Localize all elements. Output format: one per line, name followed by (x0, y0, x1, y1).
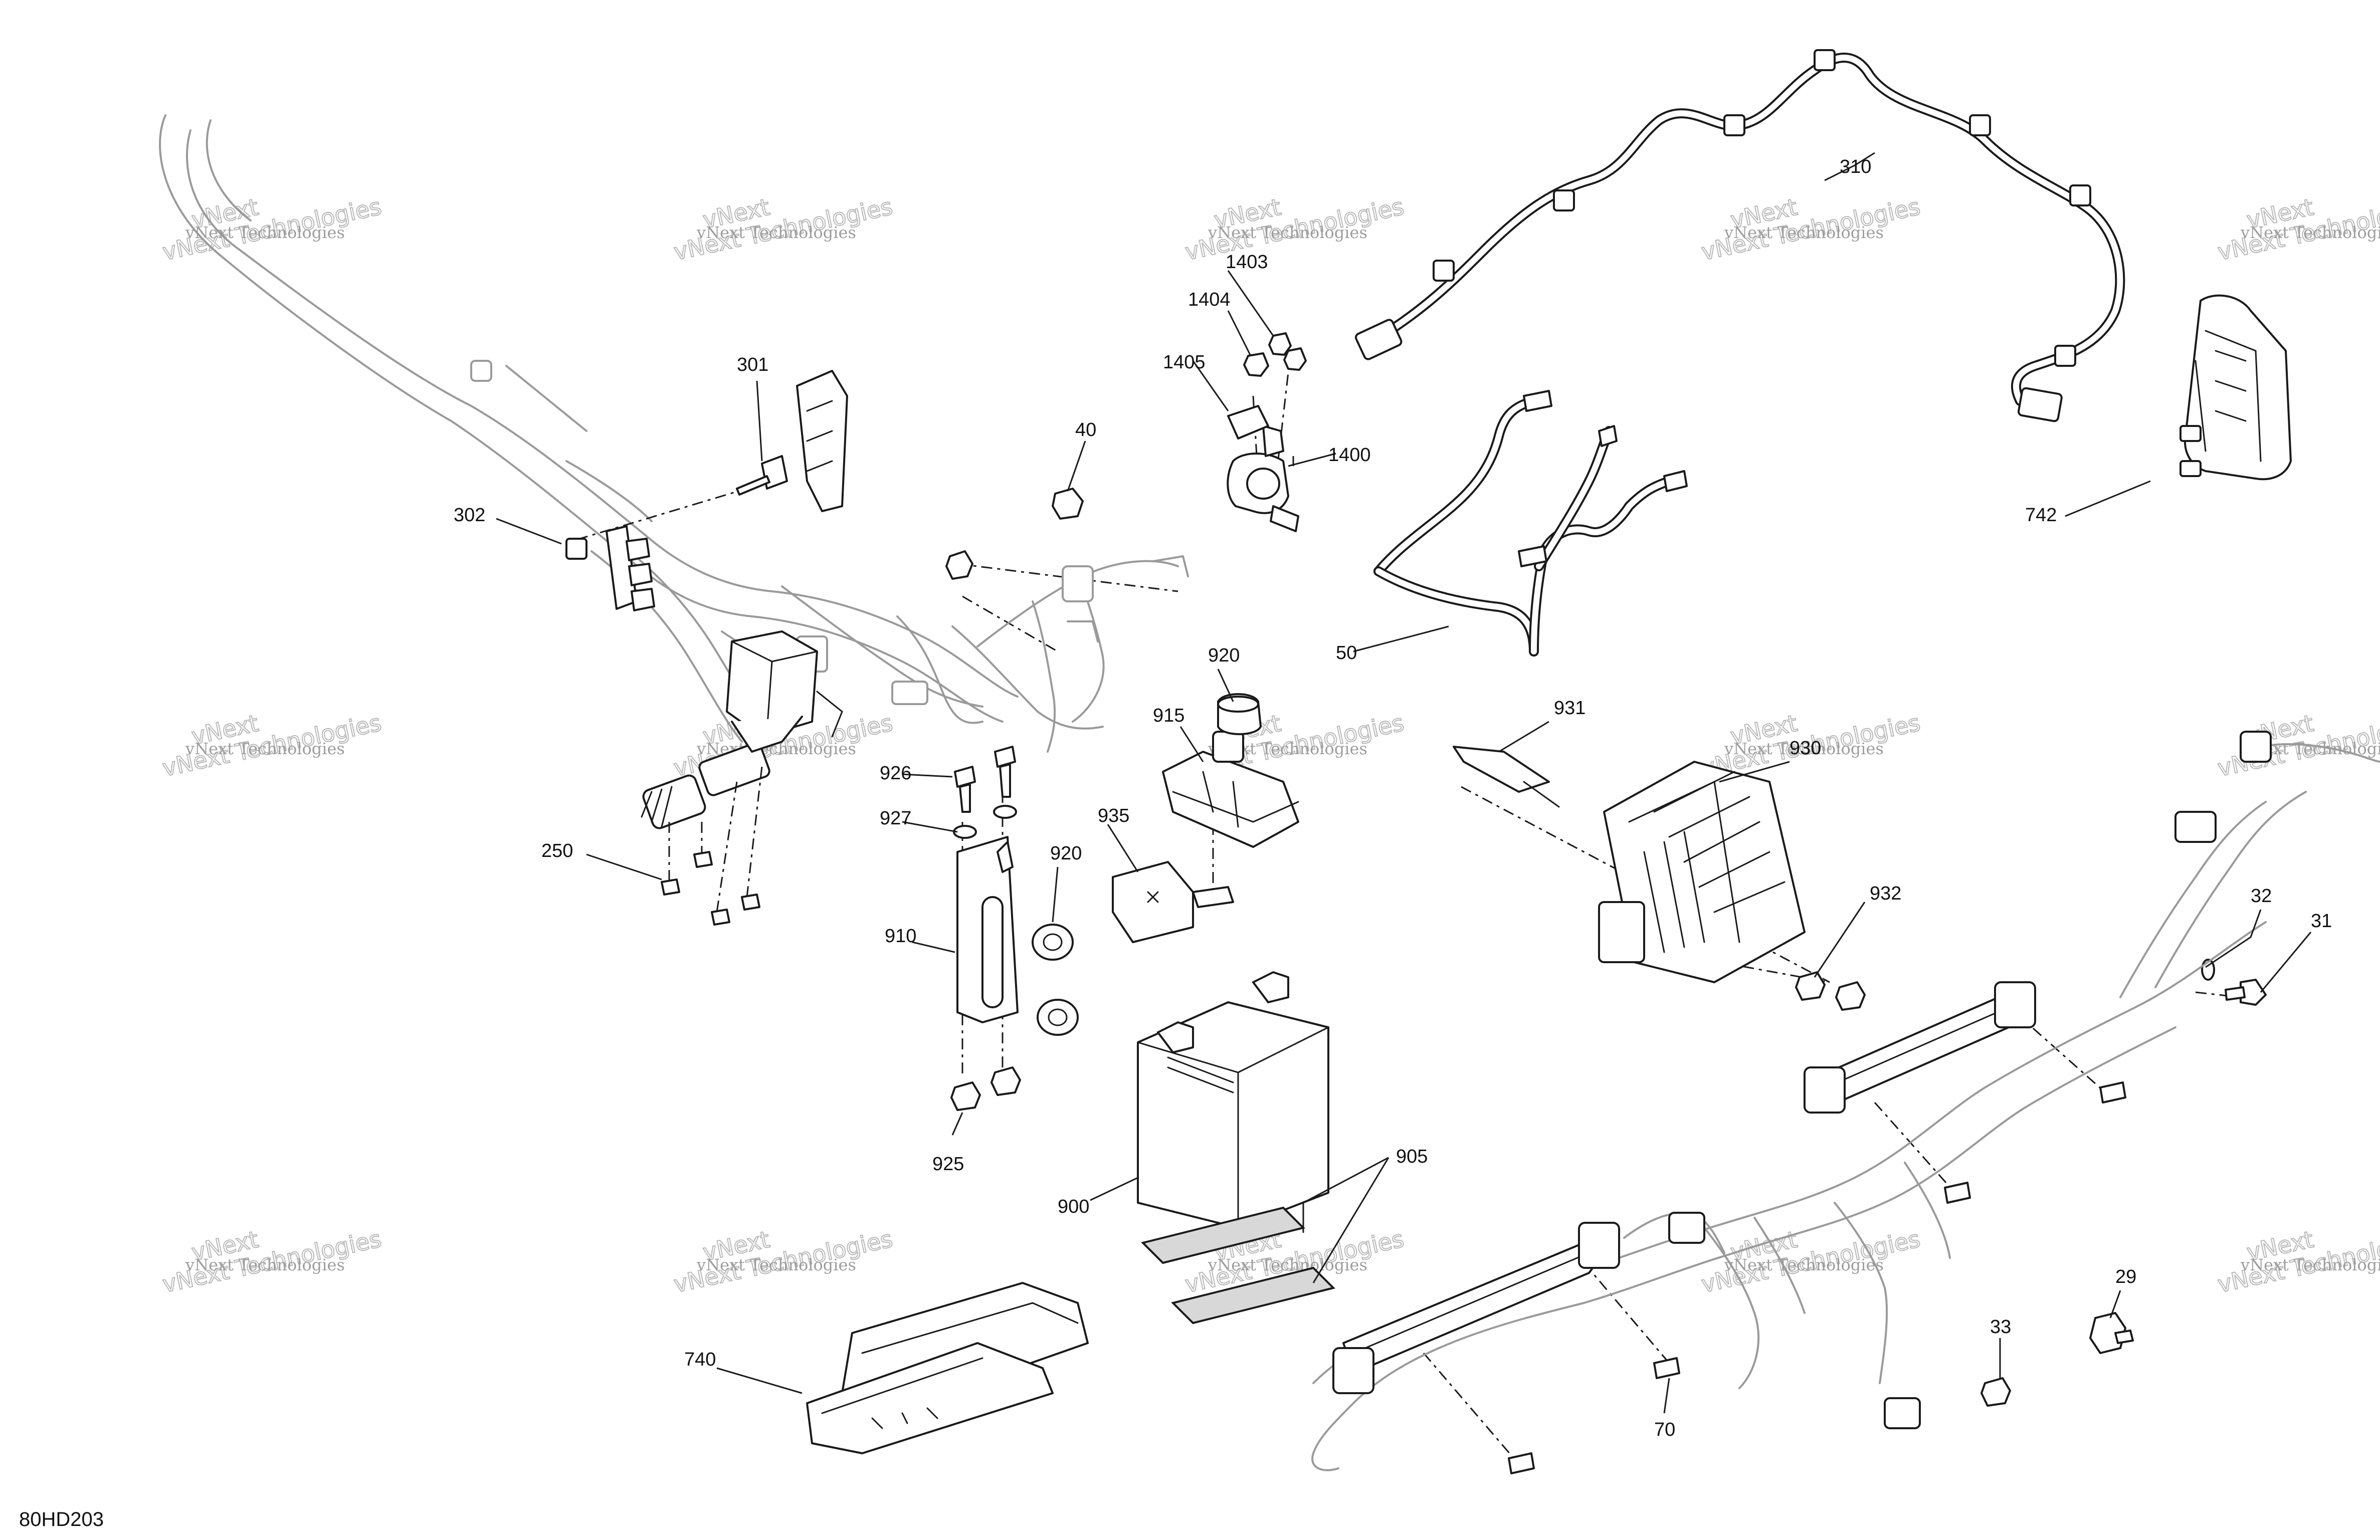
switch-assembly-1400 (1227, 425, 1299, 532)
callout-1405: 1405 (1163, 352, 1206, 373)
bolt-931 (1453, 746, 1560, 808)
callout-301: 301 (737, 354, 768, 375)
voltage-regulator-930 (1598, 761, 1806, 983)
callout-32: 32 (2251, 886, 2272, 907)
callout-932: 932 (1870, 883, 1901, 904)
watermark: vNext Technologies (1724, 739, 1884, 758)
battery-cable-50 (1373, 390, 1688, 656)
callout-1403: 1403 (1226, 252, 1268, 273)
washer-927 (953, 805, 1017, 839)
main-wiring-harness (1311, 731, 2380, 1471)
nut-33 (1980, 1377, 2011, 1407)
callout-920: 920 (1050, 843, 1082, 864)
fuse-holder-915 (1162, 731, 1299, 848)
leader-lines (496, 152, 2312, 1414)
exploded-view-lines (571, 350, 2241, 1459)
watermark: vNext Technologies (696, 223, 856, 242)
callout-40: 40 (1075, 419, 1096, 441)
callout-70: 70 (1654, 1419, 1675, 1440)
grommet-920-top (1217, 693, 1262, 735)
callout-31: 31 (2311, 911, 2332, 932)
nut-1404 (1243, 352, 1269, 377)
watermark: vNext Technologies (2240, 1255, 2380, 1274)
callout-935: 935 (1098, 805, 1129, 826)
foam-pad-905 (1141, 1206, 1335, 1325)
watermark: vNext Technologies (1724, 223, 1884, 242)
light-740 (806, 1282, 1089, 1454)
watermark: vNext Technologies (2240, 223, 2380, 242)
callout-915: 915 (1153, 705, 1184, 726)
watermark: vNext Technologies (185, 223, 345, 242)
callout-302: 302 (454, 505, 485, 526)
bolt-926 (954, 746, 1016, 813)
callout-926: 926 (880, 763, 911, 784)
callout-50: 50 (1336, 642, 1357, 664)
callout-905: 905 (1396, 1146, 1428, 1167)
grommet-920 (1032, 924, 1079, 1036)
diagram-reference-code: 80HD203 (19, 1508, 104, 1530)
battery-bracket-910 (956, 836, 1019, 1023)
nut-932 (1795, 971, 1866, 1011)
wiring-harness-40 (976, 555, 1189, 753)
terminal-cover-935 (1112, 861, 1234, 943)
light-742 (2179, 294, 2292, 481)
watermark: vNext Technologies (696, 1255, 856, 1274)
screw-301 (736, 475, 770, 496)
bolt-31 (2225, 979, 2267, 1006)
callout-927: 927 (880, 808, 911, 829)
callout-310: 310 (1840, 156, 1871, 177)
screw-70 (1508, 1081, 2126, 1474)
nut-40 (945, 488, 1084, 580)
nut-1403 (1268, 332, 1307, 371)
bracket-1405 (1227, 405, 1269, 439)
callout-1400: 1400 (1328, 445, 1371, 466)
callout-33: 33 (1990, 1316, 2011, 1338)
battery-900 (1137, 971, 1329, 1229)
watermark: vNext Technologies (1208, 223, 1367, 242)
callout-250: 250 (541, 840, 573, 861)
fuse-relay-block (641, 630, 843, 829)
callout-742: 742 (2025, 505, 2057, 526)
connector-bracket-302 (565, 525, 655, 611)
callout-1404: 1404 (1188, 289, 1231, 310)
callout-920-top: 920 (1208, 645, 1240, 666)
watermark: vNext Technologies (185, 1255, 345, 1274)
callout-925: 925 (932, 1154, 964, 1175)
watermark: vNext Technologies (1208, 1255, 1367, 1274)
harness-310 (1354, 49, 2125, 422)
watermark: vNext Technologies (1724, 1255, 1884, 1274)
callout-931: 931 (1554, 698, 1585, 719)
callout-labels: 29 31 32 33 40 50 70 250 301 302 310 740… (454, 156, 2332, 1440)
harness-bracket-301 (761, 370, 848, 512)
screws-250 (661, 851, 760, 926)
callout-910: 910 (885, 926, 916, 947)
callout-900: 900 (1058, 1196, 1089, 1217)
callout-29: 29 (2115, 1266, 2136, 1287)
fitting-29 (2089, 1312, 2134, 1354)
watermark: vNext Technologies (185, 739, 345, 758)
nut-925 (950, 1066, 1021, 1111)
callout-930: 930 (1790, 738, 1821, 759)
callout-740: 740 (684, 1349, 716, 1370)
